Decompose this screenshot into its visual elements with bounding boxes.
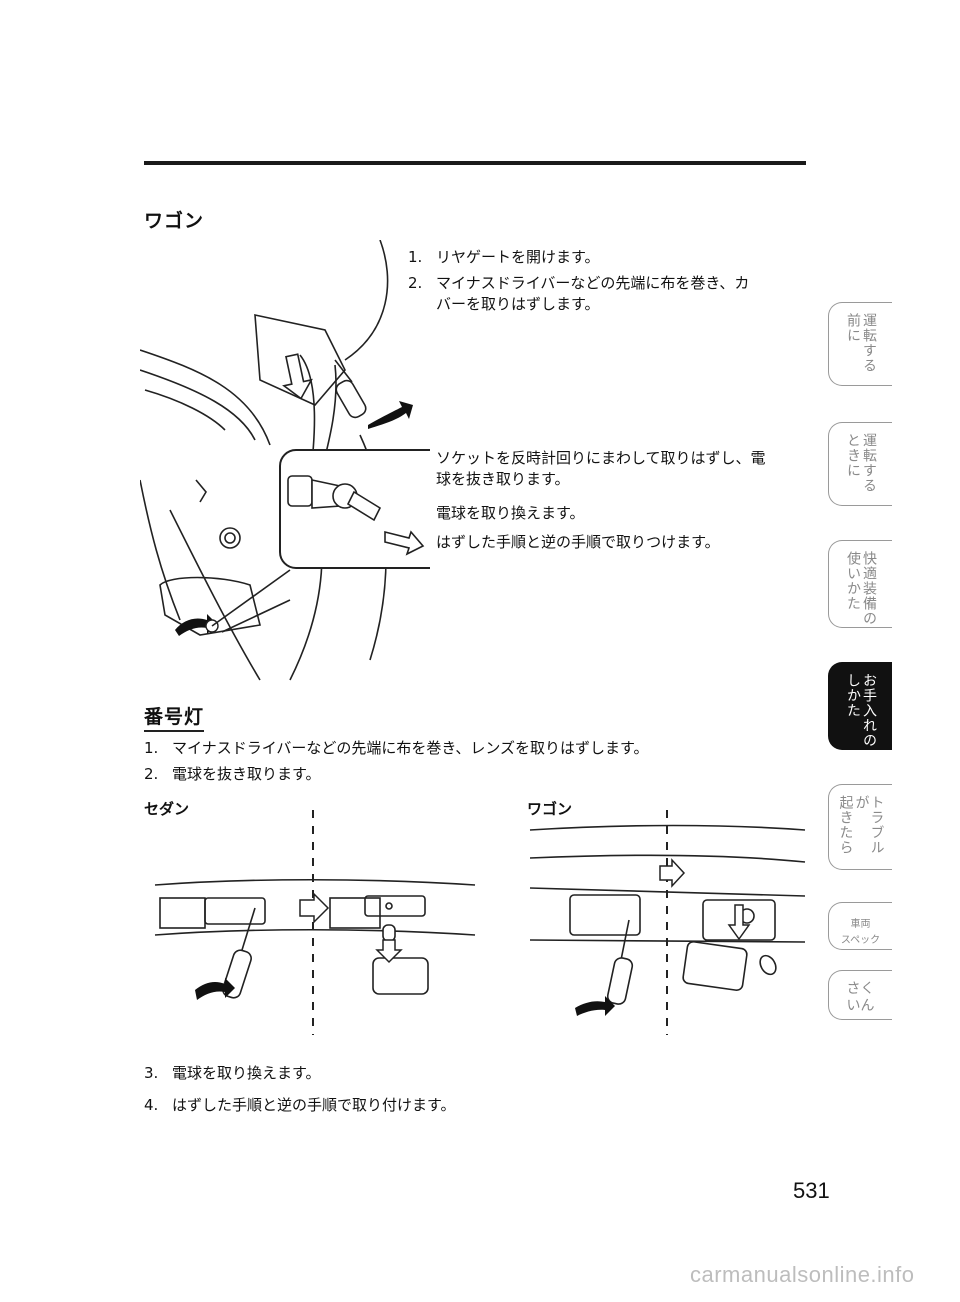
tab-before-driving[interactable]: 運転する 前に (828, 302, 892, 386)
top-rule (144, 161, 806, 165)
tab-vehicle-specs[interactable]: 車両 スペック (828, 902, 892, 950)
section-title-wagon: ワゴン (144, 210, 205, 232)
license-step-2: 2.電球を抜き取ります。 (144, 765, 321, 783)
wagon-step-2: 2.マイナスドライバーなどの先端に布を巻き、カ (408, 274, 750, 292)
tab-maintenance[interactable]: お手入れの しかた (828, 662, 892, 750)
license-step-3: 3.電球を取り換えます。 (144, 1064, 321, 1082)
section-title-license-light: 番号灯 (144, 702, 205, 732)
tab-troubleshooting[interactable]: トラブルが 起きたら (828, 784, 892, 870)
page-number: 531 (793, 1178, 830, 1203)
wagon-license-light-illustration (529, 810, 806, 1035)
wagon-step-5: 5.はずした手順と逆の手順で取りつけます。 (408, 533, 720, 551)
sedan-license-light-illustration (154, 810, 476, 1035)
wagon-step-4: 4.電球を取り換えます。 (408, 504, 585, 522)
license-step-1: 1.マイナスドライバーなどの先端に布を巻き、レンズを取りはずします。 (144, 739, 649, 757)
wagon-step-2-cont: バーを取りはずします。 (436, 295, 600, 313)
sedan-label: セダン (144, 800, 190, 818)
tab-comfort-features[interactable]: 快適装備の 使いかた (828, 540, 892, 628)
footer-watermark: carmanualsonline.info (690, 1262, 915, 1287)
tab-while-driving[interactable]: 運転する ときに (828, 422, 892, 506)
license-step-4: 4.はずした手順と逆の手順で取り付けます。 (144, 1096, 456, 1114)
wagon-gate-illustration (140, 240, 430, 681)
wagon-step-3-cont: 球を抜き取ります。 (436, 470, 570, 488)
tab-index[interactable]: さく いん (828, 970, 892, 1020)
wagon-label: ワゴン (527, 800, 573, 818)
wagon-step-1: 1.リヤゲートを開けます。 (408, 248, 600, 266)
